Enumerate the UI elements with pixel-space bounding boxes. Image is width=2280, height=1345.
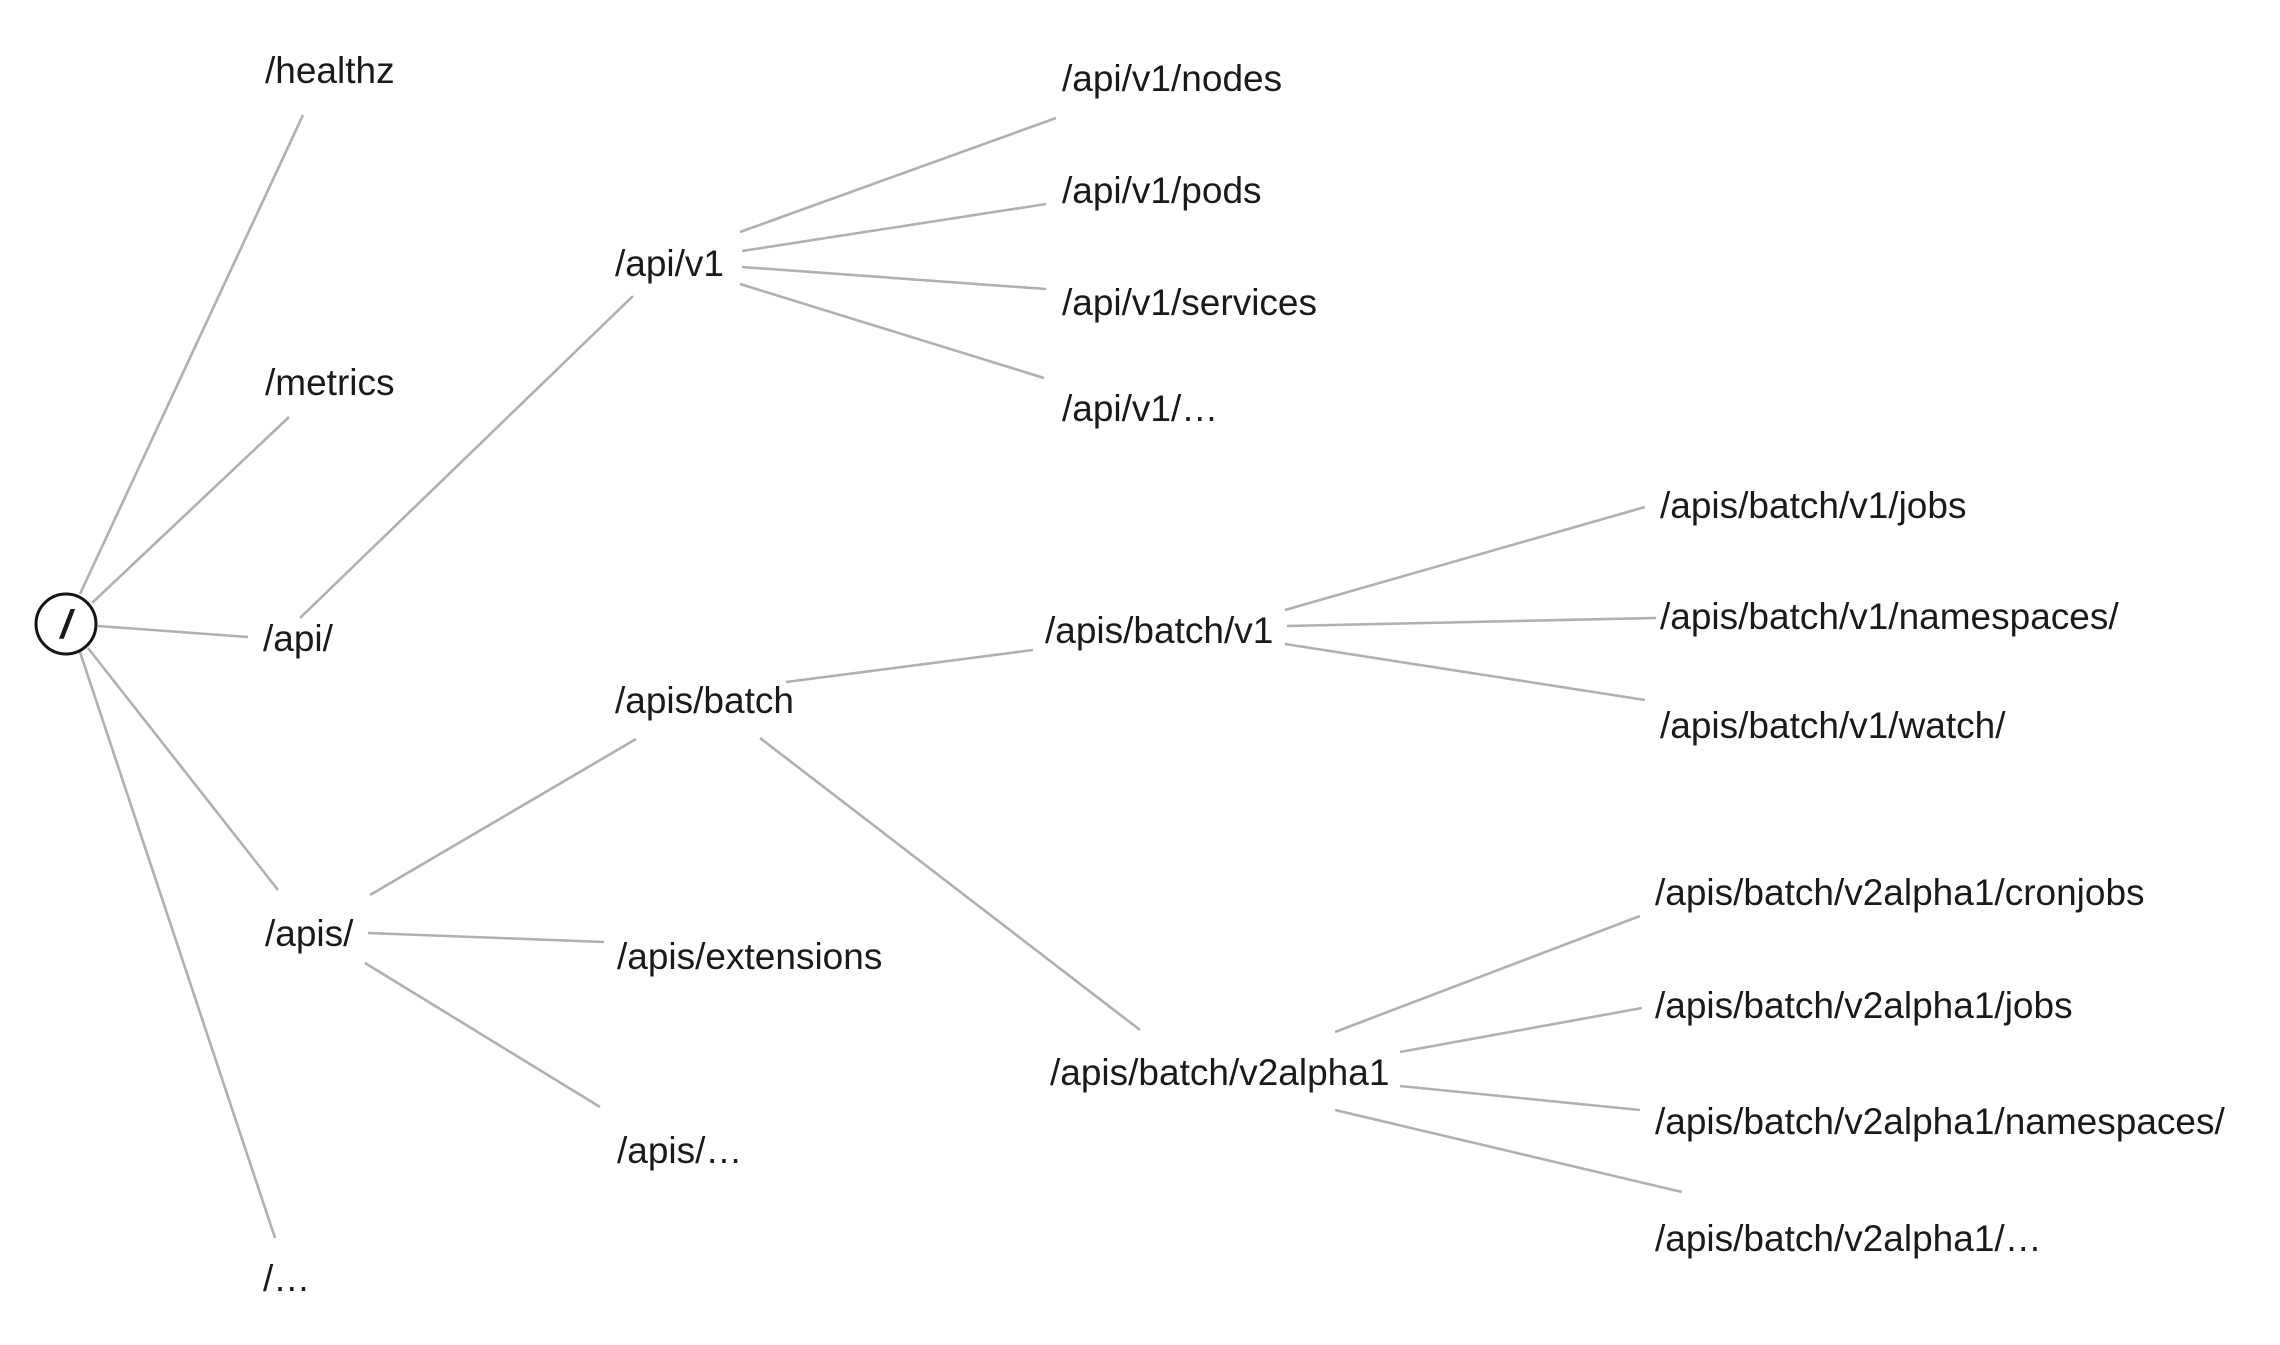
- node-label-api-v1-more: /api/v1/…: [1062, 388, 1218, 429]
- edge-apiv1-nodes: [739, 116, 1057, 234]
- root-node-label: /: [58, 603, 75, 647]
- edge-apiv1-services: [741, 265, 1047, 291]
- node-label-batch-v1-watch: /apis/batch/v1/watch/: [1660, 705, 2006, 746]
- node-label-batch-v2-more: /apis/batch/v2alpha1/…: [1655, 1218, 2042, 1259]
- edge-root-metrics: [91, 416, 290, 604]
- node-label-batch-v1-namespaces: /apis/batch/v1/namespaces/: [1660, 596, 2119, 637]
- node-label-apis-batch: /apis/batch: [615, 680, 794, 721]
- node-label-metrics: /metrics: [265, 362, 395, 403]
- node-label-batch-v1: /apis/batch/v1: [1045, 610, 1273, 651]
- edge-apiv1-pods: [741, 202, 1047, 253]
- node-label-root-more: /…: [263, 1258, 310, 1299]
- edge-batchv1-jobs: [1284, 505, 1646, 612]
- node-label-api-v1: /api/v1: [615, 243, 724, 284]
- edge-root-api: [97, 624, 249, 639]
- node-label-api-v1-nodes: /api/v1/nodes: [1062, 58, 1282, 99]
- root-node: /: [34, 592, 98, 656]
- edge-batchv1-namespaces: [1286, 616, 1657, 628]
- node-label-api-v1-services: /api/v1/services: [1062, 282, 1317, 323]
- edge-batchv2-jobs: [1399, 1006, 1643, 1054]
- node-label-api-v1-pods: /api/v1/pods: [1062, 170, 1262, 211]
- node-label-batch-v2-cronjobs: /apis/batch/v2alpha1/cronjobs: [1655, 872, 2145, 913]
- edge-root-apis: [86, 647, 280, 891]
- edge-apis-batch: [369, 737, 637, 897]
- node-label-healthz: /healthz: [265, 50, 395, 91]
- node-label-batch-v2: /apis/batch/v2alpha1: [1050, 1052, 1389, 1093]
- node-label-apis: /apis/: [265, 913, 354, 954]
- edge-batchv2-namespaces: [1399, 1084, 1641, 1112]
- edge-batchv2-cronjobs: [1334, 914, 1641, 1034]
- tree-edges: [78, 114, 1683, 1239]
- edge-api-apiv1: [299, 295, 634, 619]
- node-label-apis-more: /apis/…: [617, 1130, 742, 1171]
- node-label-batch-v2-jobs: /apis/batch/v2alpha1/jobs: [1655, 985, 2073, 1026]
- edge-root-more: [78, 651, 277, 1239]
- edge-batch-v1: [785, 648, 1034, 684]
- root-node-circle: [34, 592, 98, 656]
- node-label-api: /api/: [263, 618, 334, 659]
- edge-root-healthz: [78, 114, 305, 595]
- node-label-apis-extensions: /apis/extensions: [617, 936, 882, 977]
- edge-apis-extensions: [367, 931, 605, 944]
- edge-batchv2-more: [1334, 1108, 1683, 1194]
- node-label-batch-v1-jobs: /apis/batch/v1/jobs: [1660, 485, 1966, 526]
- edge-apiv1-more: [739, 282, 1045, 380]
- node-label-batch-v2-namespaces: /apis/batch/v2alpha1/namespaces/: [1655, 1101, 2225, 1142]
- edge-batchv1-watch: [1284, 642, 1646, 702]
- edge-batch-v2alpha1: [759, 736, 1141, 1032]
- edge-apis-more: [364, 961, 601, 1109]
